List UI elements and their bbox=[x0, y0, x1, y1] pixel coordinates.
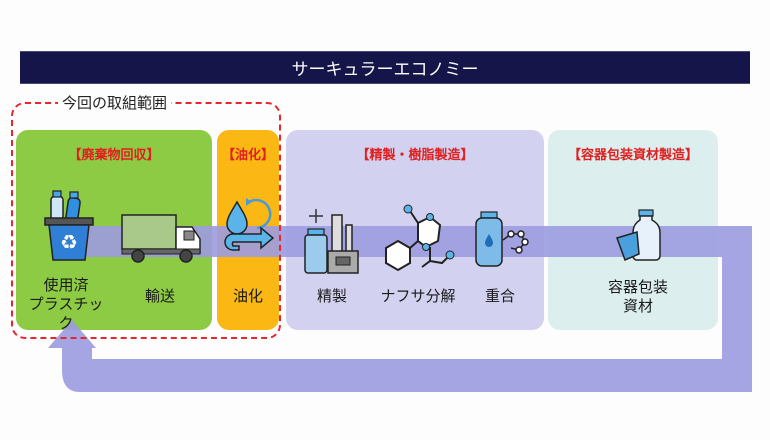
step-label-transport: 輸送 bbox=[144, 287, 175, 305]
bottle-cup-icon bbox=[616, 209, 661, 262]
stage-header: 【廃棄物回収】 bbox=[68, 148, 160, 163]
recycle-bin-icon: ♻ bbox=[44, 190, 94, 261]
label-line: 資材 bbox=[622, 297, 653, 315]
step-label-polymerization: 重合 bbox=[484, 287, 515, 305]
truck-icon bbox=[121, 214, 201, 263]
stage-header: 【容器包装資材製造】 bbox=[567, 148, 698, 163]
polymer-tank-icon bbox=[475, 211, 529, 267]
label-line: プラスチック bbox=[28, 295, 104, 332]
scope-label: 今回の取組範囲 bbox=[58, 92, 172, 113]
step-label-naphtha-cracking: ナフサ分解 bbox=[380, 287, 456, 305]
label-line: 容器包装 bbox=[607, 278, 668, 296]
svg-text:♻: ♻ bbox=[60, 230, 78, 254]
stage-header: 【精製・樹脂製造】 bbox=[356, 148, 474, 163]
step-label-used-plastic: 使用済 プラスチック bbox=[26, 276, 106, 333]
step-label-refining: 精製 bbox=[316, 287, 347, 305]
stage-header: 【油化】 bbox=[221, 148, 274, 163]
title-bar: サーキュラーエコノミー bbox=[20, 51, 750, 84]
refinery-icon bbox=[304, 209, 359, 274]
molecule-icon bbox=[385, 204, 455, 272]
diagram-title: サーキュラーエコノミー bbox=[291, 60, 479, 80]
step-label-oil-conversion: 油化 bbox=[232, 287, 263, 305]
oil-conversion-icon bbox=[224, 198, 275, 251]
step-label-packaging-material: 容器包装 資材 bbox=[588, 278, 688, 316]
label-line: 使用済 bbox=[43, 276, 89, 294]
